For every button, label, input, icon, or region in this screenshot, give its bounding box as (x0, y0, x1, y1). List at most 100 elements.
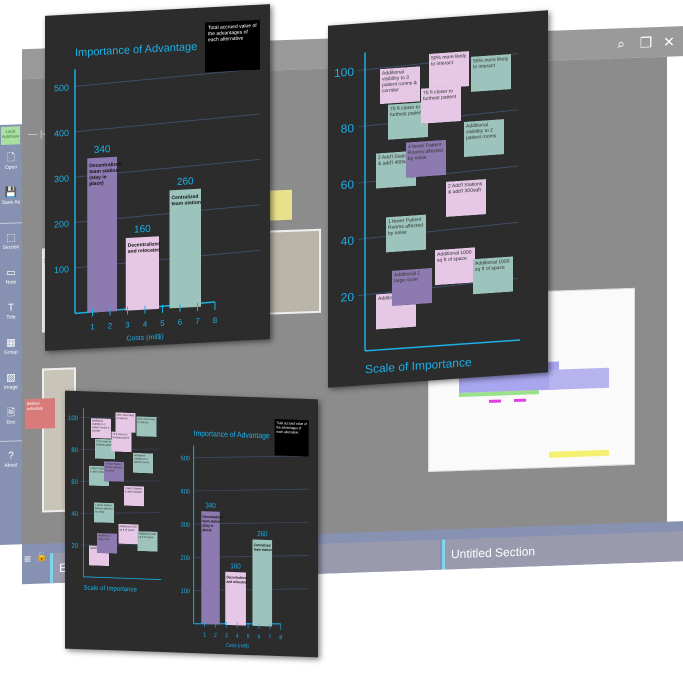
sidebar-item-doc[interactable]: 🗎Doc (0, 407, 22, 427)
sidebar-item-image[interactable]: ▨Image (0, 372, 22, 392)
bar-label: team station (254, 547, 272, 552)
bar (201, 511, 220, 625)
x-tick-label: 8 (213, 316, 218, 325)
sticky-note-text[interactable]: Additional visibility to 2 patient rooms (133, 452, 153, 474)
sticky-note: Additional visibility to 2 patient rooms (133, 452, 153, 474)
x-tick-label: 2 (108, 321, 113, 330)
sidebar-label: Open (4, 164, 18, 171)
sticky-note-text[interactable]: 50% more likely to interact (115, 412, 136, 433)
sticky-note-text[interactable]: 50% more likely to interact (471, 53, 511, 92)
chart-title: Importance of Advantage (194, 428, 270, 440)
sticky-note-text[interactable]: Additional 1000 sq ft of space (435, 247, 475, 286)
sticky-note: 75 ft closer to furthest patient (111, 431, 132, 452)
close-icon[interactable]: ✕ (663, 33, 675, 50)
y-tick-label: 300 (54, 173, 69, 184)
sidebar-item-open[interactable]: 🗋Open (0, 152, 22, 172)
sticky-note-text[interactable]: Additional 1 large room (97, 532, 117, 554)
search-icon[interactable]: ⌕ (617, 35, 625, 52)
bar-label: and relocated (128, 247, 160, 255)
sticky-note-text[interactable]: Additional 1 large room (392, 267, 432, 306)
sidebar-item-about[interactable]: ?About (0, 450, 22, 470)
sidebar-label: Image (4, 384, 18, 391)
sticky-note-text[interactable]: 2 Add'l Stations & add'l 300sqft (446, 179, 486, 218)
restore-icon[interactable]: ❐ (639, 34, 653, 51)
gridline (79, 512, 161, 514)
sticky-note-text[interactable]: Additional visibility to 2 patient rooms (464, 118, 504, 157)
x-tick-label: 7 (269, 634, 272, 641)
bar-value-label: 160 (134, 224, 151, 236)
y-tick-label: 400 (54, 128, 69, 139)
sticky-note: 75 ft closer to furthest patient (421, 85, 461, 124)
sticky-note-text[interactable]: 1 fewer Patient Rooms affected by noise (94, 502, 114, 523)
sticky-note: Additional visibility to 2 patient rooms (464, 118, 504, 157)
bar-label: (stay in (203, 523, 214, 528)
bar (169, 188, 201, 309)
y-tick-label: 40 (71, 510, 78, 518)
sidebar-item-note[interactable]: ▭Note (0, 267, 22, 287)
sticky-note-text[interactable]: 75 ft closer to furthest patient (421, 85, 461, 124)
x-tick-label: 4 (143, 320, 148, 329)
sticky-note: Additional 1000 sq ft of space (137, 530, 158, 552)
gridline (357, 221, 519, 240)
sticky-note-text[interactable]: 50% more likely to interact (429, 51, 469, 90)
x-tick-label: 7 (195, 317, 200, 326)
x-axis-label: Costs (mil$) (226, 642, 250, 649)
sticky-note: 50% more likely to interact (136, 416, 157, 437)
bar-label: place) (203, 528, 212, 533)
minimize-sidebar-button[interactable]: — (28, 128, 37, 140)
local-autosave-toggle[interactable]: Local AutoSave (1, 126, 20, 145)
x-axis-label: Costs (mil$) (126, 334, 163, 343)
sticky-note: 2 Add'l Stations & add'l 300sqft (124, 485, 144, 507)
bar-value-label: 260 (257, 531, 268, 539)
gridline (74, 68, 261, 87)
bar-label: Centralized (254, 543, 271, 548)
lock-icon[interactable]: 🔓 (36, 551, 48, 562)
y-tick-label: 300 (181, 521, 191, 529)
behind-schedule-note[interactable]: Behind schedule (25, 398, 55, 430)
y-tick-label: 100 (54, 264, 69, 275)
bar-label: place) (89, 180, 104, 187)
sticky-note: 4 fewer Patient Rooms affected by noise (406, 139, 446, 178)
open-file-icon: 🗋 (6, 152, 16, 164)
list-icon[interactable]: ≡ (24, 551, 32, 567)
sticky-note-text[interactable]: 4 fewer Patient Rooms affected by noise (104, 461, 124, 482)
sticky-note: 1 fewer Patient Rooms affected by noise (94, 502, 114, 523)
bar-label: Decentralized (128, 241, 160, 249)
x-tick-label: 6 (178, 318, 183, 327)
sidebar-item-save-as[interactable]: 💾Save As (0, 187, 22, 207)
y-tick-label: 20 (341, 290, 355, 305)
sticky-note: 50% more likely to interact (115, 412, 136, 433)
sidebar-item-section[interactable]: ⬚Section (0, 232, 22, 252)
sidebar-item-group[interactable]: ▦Group (0, 337, 22, 357)
bar-value-label: 340 (94, 144, 111, 156)
sticky-note-text[interactable]: 75 ft closer to furthest patient (111, 431, 132, 452)
sticky-note-text[interactable]: 50% more likely to interact (136, 416, 157, 437)
sticky-note-text[interactable]: Additional 1000 sq ft of space (473, 256, 513, 295)
sticky-note: Additional 1000 sq ft of space (435, 247, 475, 286)
sticky-note-text[interactable]: Additional visibility to 3 patient rooms… (91, 417, 111, 439)
gridline (193, 455, 309, 459)
sticky-note: Additional 1 large room (97, 532, 117, 554)
bar-label: Centralized (172, 194, 199, 201)
bar-label: team station (203, 519, 221, 524)
tab-untitled-section[interactable]: Untitled Section (442, 531, 683, 570)
sticky-note: Additional 1 large room (392, 267, 432, 306)
x-axis-label: Scale of Importance (84, 584, 138, 593)
y-tick-label: 200 (181, 554, 191, 562)
annotation-text: Total accrued value of the advantages of… (274, 418, 309, 457)
sticky-note-text[interactable]: 2 Add'l Stations & add'l 300sqft (124, 485, 144, 507)
sticky-note-text[interactable]: Additional 1000 sq ft of space (118, 523, 139, 545)
sticky-note-text[interactable]: Additional visibility to 3 patient rooms… (380, 65, 420, 104)
sticky-note-text[interactable]: 4 fewer Patient Rooms affected by noise (406, 139, 446, 178)
bar-label: (stay in (89, 174, 107, 181)
bar-label: team station (172, 200, 201, 208)
sticky-note-text[interactable]: Additional 1000 sq ft of space (137, 530, 158, 552)
x-tick-label: 5 (247, 634, 250, 641)
chart-title: Importance of Advantage (75, 41, 197, 59)
sticky-note-text[interactable]: 1 fewer Patient Rooms affected by noise (386, 214, 426, 253)
x-tick-label: 8 (279, 635, 282, 642)
sidebar-label: Doc (6, 419, 16, 426)
